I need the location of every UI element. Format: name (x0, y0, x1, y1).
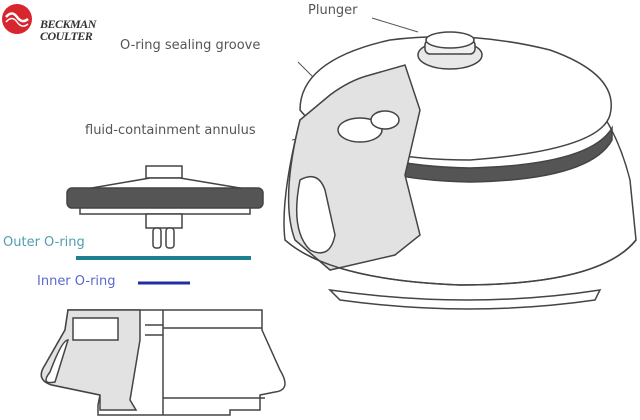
logo-line1: BECKMAN (40, 17, 96, 31)
label-oring-groove: O-ring sealing groove (120, 38, 261, 53)
rotor-body (40, 309, 286, 416)
logo-text: BECKMAN COULTER (40, 18, 96, 42)
label-inner-oring: Inner O-ring (37, 274, 116, 289)
rotor-lid (66, 165, 264, 249)
logo-line2: COULTER (40, 29, 93, 43)
label-plunger: Plunger (308, 3, 358, 18)
beckman-coulter-logo-icon (2, 4, 32, 34)
label-annulus: fluid-containment annulus (85, 123, 256, 138)
label-outer-oring: Outer O-ring (3, 235, 85, 250)
assembled-rotor-cutaway (283, 31, 637, 310)
